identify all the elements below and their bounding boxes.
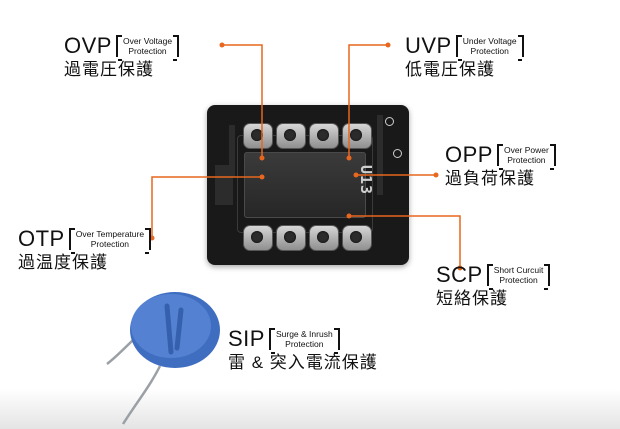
thermistor-illustration <box>106 292 220 425</box>
thermistor-lead <box>121 365 162 425</box>
uvp-leader <box>348 44 388 158</box>
leader-dot <box>259 155 265 161</box>
pcb-trace <box>215 165 233 205</box>
scp-en-line2: Protection <box>499 275 538 285</box>
ovp-en-line1: Over Voltage <box>122 36 173 46</box>
uvp-cjk: 低電圧保護 <box>405 60 495 79</box>
otp-cjk: 過温度保護 <box>18 253 108 272</box>
silkscreen-dot <box>385 117 394 126</box>
leader-dot <box>219 42 225 48</box>
ic-pin-pad <box>309 225 339 251</box>
pcb-trace <box>377 115 383 195</box>
silkscreen-dot <box>393 149 402 158</box>
otp-leader <box>151 176 262 238</box>
uvp-abbr: UVP <box>405 33 452 58</box>
uvp-en-line1: Under Voltage <box>462 36 517 46</box>
pcb-trace <box>229 125 235 177</box>
ic-pin-pad <box>276 225 306 251</box>
opp-cjk: 過負荷保護 <box>445 169 535 188</box>
opp-abbr: OPP <box>445 142 493 167</box>
sip-en-line1: Surge & Inrush <box>275 329 333 339</box>
leader-dot <box>346 213 352 219</box>
leader-dot <box>346 155 352 161</box>
leader-dot <box>457 265 463 271</box>
ovp-cjk: 過電圧保護 <box>64 60 154 79</box>
sip-cjk: 雷 & 突入電流保護 <box>228 353 378 372</box>
leader-dot <box>433 172 439 178</box>
thermistor-embossing <box>164 303 184 355</box>
otp-en-line1: Over Temperature <box>75 229 145 239</box>
ovp-leader <box>222 44 263 158</box>
scp-leader <box>349 215 461 268</box>
ic-package <box>244 152 366 218</box>
protection-ic-board: U13 <box>207 105 409 265</box>
ic-pin-pad <box>243 123 273 149</box>
ic-pin-pad <box>309 123 339 149</box>
otp-abbr: OTP <box>18 226 65 251</box>
leader-dot <box>259 174 265 180</box>
scp-en-line1: Short Curcuit <box>493 265 544 275</box>
otp-en-line2: Protection <box>90 239 130 249</box>
ic-pin-pad <box>342 123 372 149</box>
sip-abbr: SIP <box>228 326 265 351</box>
leader-dot <box>353 172 359 178</box>
ovp-abbr: OVP <box>64 33 112 58</box>
ic-pin-pad <box>243 225 273 251</box>
leader-dot <box>385 42 391 48</box>
opp-en-line2: Protection <box>507 155 546 165</box>
ovp-en-line2: Protection <box>128 46 167 56</box>
ic-pin-pad <box>342 225 372 251</box>
ic-pin-pad <box>276 123 306 149</box>
scp-cjk: 短絡保護 <box>436 289 508 308</box>
uvp-en-line2: Protection <box>470 46 509 56</box>
bottom-shade <box>0 389 620 429</box>
opp-en-line1: Over Power <box>503 145 549 155</box>
scp-abbr: SCP <box>436 262 483 287</box>
sip-en-line2: Protection <box>285 339 324 349</box>
